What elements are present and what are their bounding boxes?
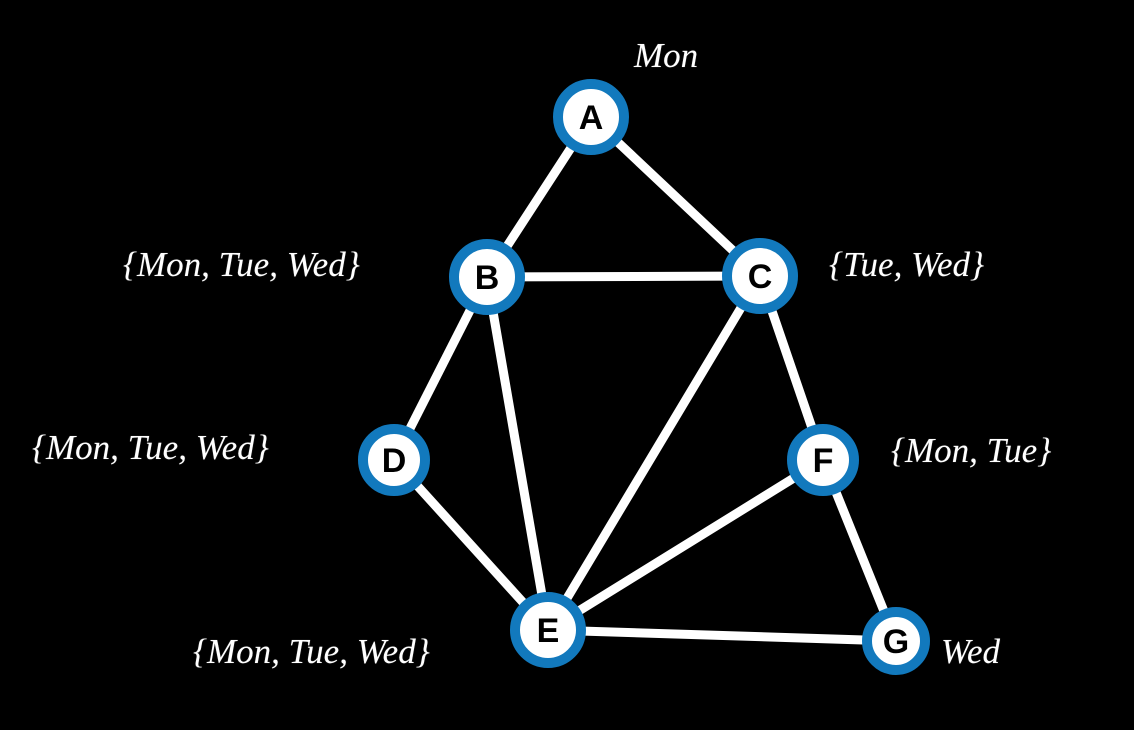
edge-e-f	[543, 455, 828, 635]
edge-c-e	[543, 271, 765, 635]
node-e-letter: E	[537, 612, 560, 650]
node-d-letter: D	[382, 442, 407, 480]
edge-e-g	[543, 625, 901, 646]
node-f-circle[interactable]	[787, 424, 859, 496]
edges-layer	[389, 112, 901, 646]
node-g[interactable]: G	[862, 607, 930, 675]
edge-b-e	[482, 272, 553, 635]
node-c[interactable]: C	[722, 238, 798, 314]
node-b[interactable]: B	[449, 239, 525, 315]
node-d-circle[interactable]	[358, 424, 430, 496]
edge-d-e	[389, 455, 553, 635]
domain-label-a: Mon	[634, 36, 699, 75]
nodes-layer: A B C D E F G	[358, 79, 930, 675]
node-f-letter: F	[813, 442, 834, 480]
domain-label-b: {Mon, Tue, Wed}	[123, 245, 360, 284]
node-c-circle[interactable]	[722, 238, 798, 314]
node-b-circle[interactable]	[449, 239, 525, 315]
node-a[interactable]: A	[553, 79, 629, 155]
node-f[interactable]: F	[787, 424, 859, 496]
node-b-letter: B	[475, 259, 500, 297]
node-g-circle[interactable]	[862, 607, 930, 675]
domain-label-g: Wed	[941, 632, 1000, 671]
domain-label-d: {Mon, Tue, Wed}	[32, 428, 269, 467]
node-a-letter: A	[579, 99, 604, 137]
node-e-circle[interactable]	[510, 592, 586, 668]
node-e[interactable]: E	[510, 592, 586, 668]
node-a-circle[interactable]	[553, 79, 629, 155]
domain-label-c: {Tue, Wed}	[829, 245, 985, 284]
node-c-letter: C	[748, 258, 773, 296]
domain-label-f: {Mon, Tue}	[891, 431, 1052, 470]
node-g-letter: G	[883, 623, 909, 661]
edge-b-c	[482, 271, 765, 282]
domain-label-e: {Mon, Tue, Wed}	[193, 632, 430, 671]
edge-a-c	[586, 112, 765, 281]
node-d[interactable]: D	[358, 424, 430, 496]
